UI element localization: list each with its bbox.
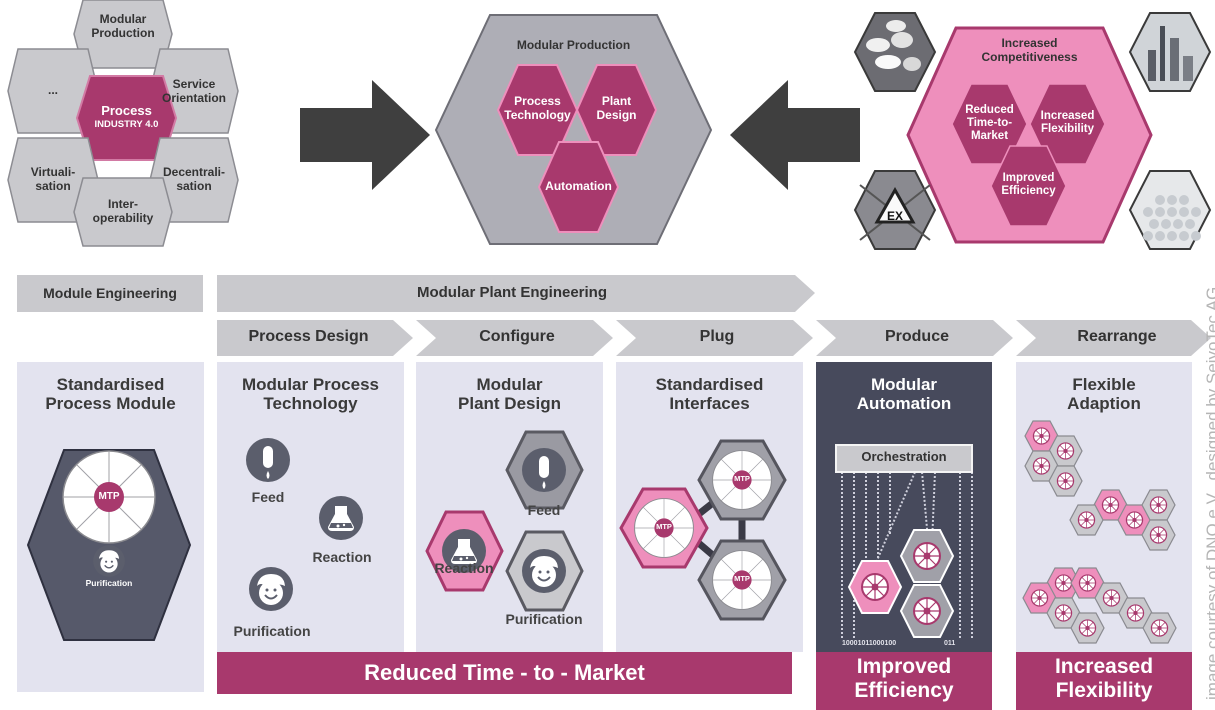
mtp-label-bottom: MTP	[734, 574, 750, 583]
label-efficiency: Improved Efficiency	[1001, 172, 1056, 198]
binary-text-end: 011	[944, 640, 956, 647]
label-process: Process	[101, 103, 152, 118]
label-modular-production-title: Modular Production	[516, 38, 631, 52]
label-process-technology: Process Technology	[504, 94, 571, 122]
hex-automation	[537, 141, 620, 233]
step-label-produce: Produce	[884, 328, 949, 345]
label-flexibility: Increased Flexibility	[1040, 110, 1095, 136]
column-title: Modular Automation	[856, 375, 952, 413]
step-process-design	[217, 320, 413, 356]
reaction-label-design: Reaction	[434, 560, 494, 576]
column-process-technology: Modular Process Technology	[217, 362, 404, 652]
step-label-rearrange: Rearrange	[1077, 328, 1157, 345]
modular-plant-engineering-bar	[217, 275, 815, 312]
purification-label: Purification	[233, 623, 311, 639]
purification-icon-design	[521, 548, 567, 594]
modular-plant-engineering-label: Modular Plant Engineering	[416, 284, 607, 301]
adaption-cluster-2	[1069, 489, 1176, 551]
feed-label-design: Feed	[527, 502, 561, 518]
label-industry-40: INDUSTRY 4.0	[94, 119, 159, 130]
ex-sign-text: EX	[887, 209, 903, 223]
binary-streams	[841, 471, 973, 640]
adaption-cluster-3	[1022, 567, 1177, 644]
purification-label-design: Purification	[505, 611, 583, 627]
label-interoperability: Inter- operability	[92, 197, 154, 225]
label-service-orientation: Service Orientation	[161, 77, 226, 105]
label-virtualisation: Virtuali- sation	[30, 165, 76, 193]
arrow-left	[730, 80, 860, 190]
step-plug	[616, 320, 813, 356]
label-increased-competitiveness: Increased Competitiveness	[981, 36, 1078, 64]
module-engineering-label: Module Engineering	[43, 285, 177, 301]
column-title: Standardised Interfaces	[655, 375, 764, 413]
purification-icon	[248, 566, 294, 612]
hex-flexibility	[1029, 83, 1106, 165]
step-produce	[816, 320, 1013, 356]
module-engineering-bar	[17, 275, 203, 312]
step-rearrange	[1016, 320, 1211, 356]
automation-mini-wheel-left	[861, 573, 889, 601]
column-title: Standardised Process Module	[45, 375, 176, 413]
mtp-label: MTP	[98, 491, 120, 502]
label-decentralisation: Decentrali- sation	[162, 165, 226, 193]
image-credit: image courtesy of DNO e.V., designed by …	[1203, 286, 1215, 700]
label-ellipsis: ...	[47, 83, 58, 97]
banner-time-to-market: Reduced Time - to - Market	[217, 652, 792, 694]
step-label-process-design: Process Design	[248, 328, 369, 345]
label-time-to-market: Reduced Time-to- Market	[965, 104, 1014, 143]
reaction-icon	[319, 496, 363, 540]
competitiveness-hex	[906, 26, 1153, 244]
feed-label: Feed	[251, 489, 285, 505]
label-plant-design: Plant Design	[596, 94, 637, 122]
step-label-plug: Plug	[699, 328, 735, 345]
column-plant-design: Modular Plant Design	[416, 362, 603, 652]
column-title: Modular Process Technology	[242, 375, 379, 413]
banner-efficiency: Improved Efficiency	[816, 652, 992, 710]
banner-flexibility: Increased Flexibility	[1016, 652, 1192, 710]
hex-efficiency	[990, 145, 1067, 227]
photo-hex-ex	[853, 170, 937, 250]
automation-mini-wheel-top	[913, 542, 941, 570]
arrow-right	[300, 80, 430, 190]
mtp-label-left: MTP	[656, 522, 672, 531]
purification-label-small: Purification	[85, 578, 133, 588]
hex-plant-design	[575, 64, 658, 156]
column-title: Flexible Adaption	[1067, 375, 1141, 413]
step-label-configure: Configure	[479, 328, 555, 345]
label-modular-production: Modular Production	[91, 12, 155, 40]
photo-hex-spheres	[1128, 170, 1212, 250]
industry-cluster	[7, 0, 239, 247]
automation-mini-wheel-bottom	[913, 597, 941, 625]
column-title: Modular Plant Design	[458, 375, 561, 413]
photo-hex-pills	[853, 12, 937, 92]
feed-icon-design	[522, 448, 566, 492]
adaption-cluster-1	[1024, 420, 1083, 497]
orchestration-label: Orchestration	[861, 449, 947, 464]
modular-production-hex	[434, 14, 713, 245]
mtp-label-top: MTP	[734, 474, 750, 483]
hex-interoperability	[73, 177, 173, 247]
step-configure	[416, 320, 613, 356]
purification-icon-small	[92, 544, 126, 578]
orchestration-box	[835, 444, 973, 473]
binary-text: 10001011000100	[842, 640, 897, 647]
feed-icon	[246, 438, 290, 482]
reaction-label: Reaction	[312, 549, 372, 565]
photo-hex-plant	[1128, 12, 1212, 92]
label-automation: Automation	[545, 179, 612, 193]
